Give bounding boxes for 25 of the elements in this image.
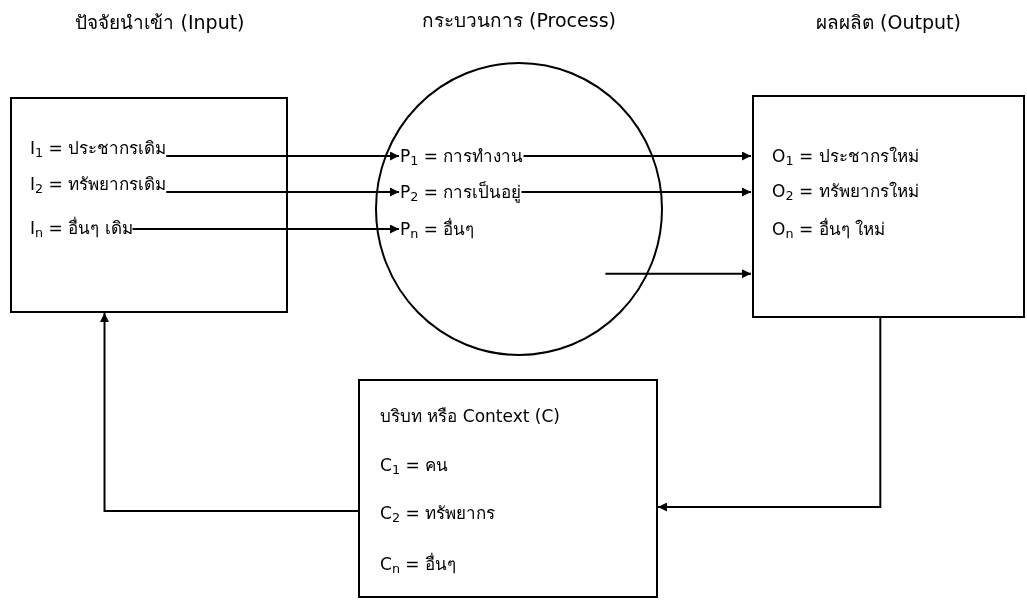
list-item: I$_{1}$ = ประชากรเดิม bbox=[30, 135, 167, 161]
arrow bbox=[604, 269, 752, 279]
arrow bbox=[165, 187, 400, 197]
column-heading: กระบวนการ (Process) bbox=[421, 8, 617, 33]
column-heading: ผลผลิต (Output) bbox=[815, 10, 962, 35]
list-item: I$_{n}$ = อื่นๆ เดิม bbox=[30, 215, 133, 241]
list-item: P$_{2}$ = การเป็นอยู่ bbox=[400, 179, 522, 205]
arrow bbox=[131, 224, 400, 234]
arrow bbox=[100, 312, 359, 512]
arrow bbox=[165, 151, 400, 161]
arrow bbox=[520, 187, 752, 197]
column-heading: ปัจจัยนำเข้า (Input) bbox=[74, 10, 246, 35]
list-item: I$_{2}$ = ทรัพยากรเดิม bbox=[30, 171, 167, 197]
list-item: C$_{n}$ = อื่นๆ bbox=[380, 551, 457, 577]
list-item: C$_{1}$ = คน bbox=[380, 452, 449, 478]
list-item: O$_{2}$ = ทรัพยากรใหม่ bbox=[772, 178, 919, 204]
context-box bbox=[358, 379, 658, 598]
list-item: P$_{1}$ = การทำงาน bbox=[400, 143, 524, 169]
arrow bbox=[657, 317, 882, 512]
list-item: O$_{1}$ = ประชากรใหม่ bbox=[772, 143, 919, 169]
list-item: O$_{n}$ = อื่นๆ ใหม่ bbox=[772, 216, 885, 242]
box-heading: บริบท หรือ Context (C) bbox=[380, 405, 560, 428]
list-item: C$_{2}$ = ทรัพยากร bbox=[380, 500, 496, 526]
arrow bbox=[522, 151, 752, 161]
list-item: P$_{n}$ = อื่นๆ bbox=[400, 216, 475, 242]
